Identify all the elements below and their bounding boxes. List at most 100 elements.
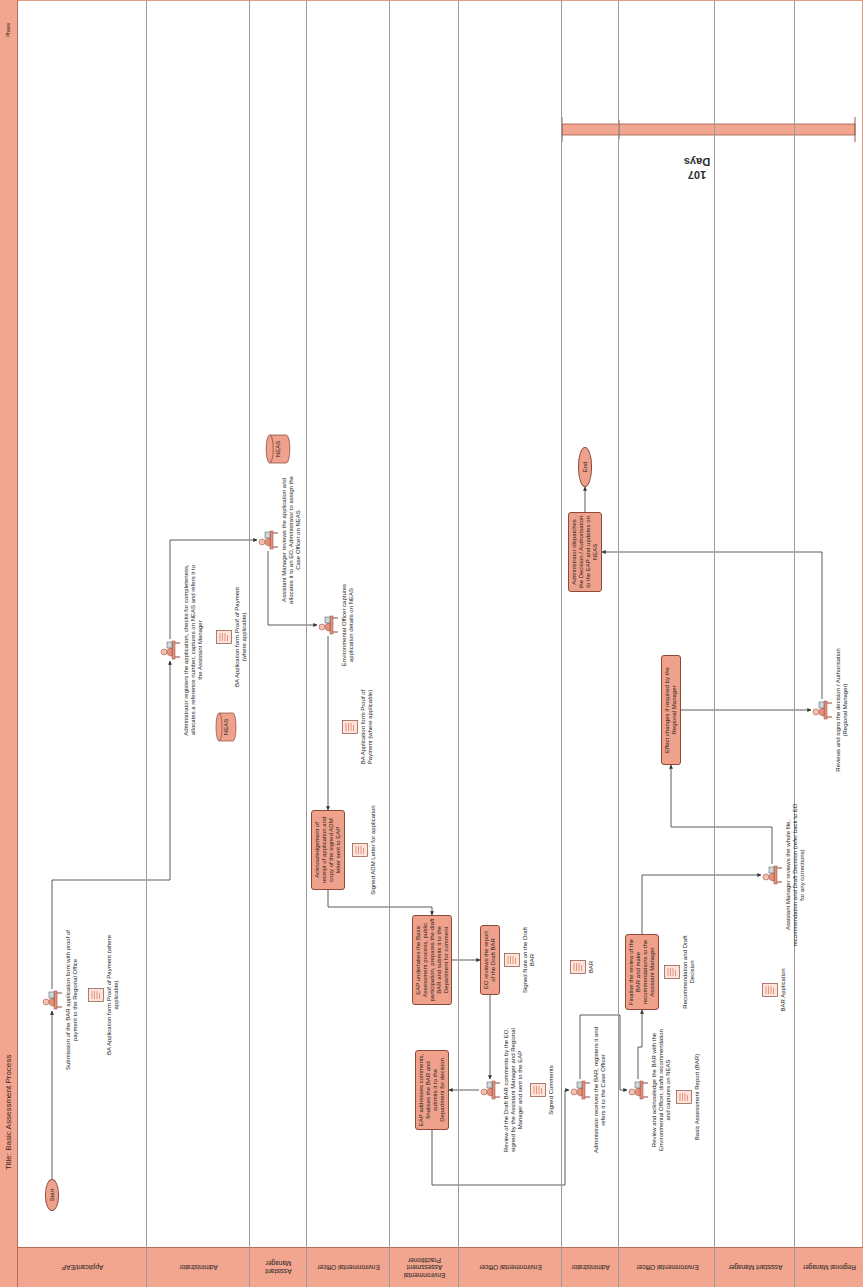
document-shape (530, 1083, 546, 1097)
person-icon-part (175, 643, 180, 657)
document-shape-part (677, 1091, 692, 1104)
person-icon-part (325, 623, 330, 631)
document-shape-part (680, 1093, 688, 1101)
icon-caption: Submission of the BAR application form w… (65, 925, 79, 1075)
node-text: Signed Comments (548, 1065, 554, 1114)
actor-icon: Reviews and signs the decision / Authori… (811, 699, 833, 721)
lane-header-text: Administrator (562, 1248, 619, 1287)
actor-icon: Administrator registers the application,… (159, 639, 181, 661)
person-icon-part (172, 641, 175, 659)
node-text: BA Application form Proof of Payment (wh… (360, 690, 373, 765)
lane-header: Assistant Manager (715, 1247, 794, 1287)
database-shape-part (216, 713, 236, 741)
process-box: Effect changes if required by the Region… (661, 655, 681, 765)
lane-header-text: Assistant Manager (250, 1248, 307, 1287)
person-icon-part (330, 616, 333, 634)
person-icon (257, 529, 279, 551)
icon-caption: Administrator registers the application,… (183, 560, 204, 740)
connector (602, 552, 822, 699)
document-shape-part (220, 633, 228, 641)
node-text: Environmental Officer (317, 1264, 379, 1271)
node-text: NEAS (275, 441, 281, 457)
person-icon-part (487, 1088, 492, 1096)
person-icon-part (577, 1088, 582, 1096)
icon-caption: Recommendation and Draft Decision (682, 927, 696, 1017)
document-shape (88, 988, 104, 1002)
lane-header: Environmental Officer (307, 1247, 389, 1287)
document-shape-part (89, 989, 104, 1002)
lane-header: Administrator (562, 1247, 618, 1287)
person-icon-part (259, 539, 265, 545)
process-box: EAP undertakes the Basic Assessment proc… (412, 915, 452, 1005)
node-text: NEAS (223, 719, 229, 735)
connector (638, 1010, 642, 1079)
connector (585, 487, 586, 512)
lane-header: Environmental Officer (619, 1247, 714, 1287)
person-icon-part (585, 1083, 590, 1097)
node-text: Basic Assessment Report (BAR) (694, 1054, 700, 1140)
database-cylinder: NEAS (215, 712, 237, 742)
document-shape (504, 953, 520, 967)
document-shape-part (571, 961, 586, 974)
icon-caption: Signed Comments (548, 1050, 555, 1130)
icon-caption: Signed ADM Letter for application (370, 800, 377, 900)
icon-caption: Signed Note on the Draft BAR (522, 920, 536, 1000)
duration-cap (855, 117, 856, 142)
node-text: Finalise the review of the BAR and make … (628, 939, 655, 1005)
person-icon-part (582, 1081, 585, 1099)
person-icon (159, 639, 181, 661)
icon-caption: Review and acknowledge the BAR with the … (651, 1025, 672, 1155)
node-text: Environmental Officer captures applicati… (341, 584, 354, 666)
process-box: Administrator dispatches the Decision / … (568, 512, 602, 592)
swimlane: Administrator Administrator registers the… (147, 0, 250, 1287)
document-shape-part (343, 721, 358, 734)
person-icon-part (640, 1081, 643, 1099)
lane-header: Administrator (147, 1247, 249, 1287)
person-icon (627, 1079, 649, 1101)
actor-icon: Submission of the BAR application form w… (41, 989, 63, 1011)
icon-caption: BAR Application (780, 955, 787, 1025)
node-text: Start (49, 1189, 55, 1202)
node-text: Administrator (571, 1264, 609, 1271)
node-text: BAR (588, 961, 594, 973)
document-shape (216, 630, 232, 644)
node-text: Administrator dispatches the Decision / … (571, 516, 598, 589)
person-icon-part (635, 1088, 640, 1096)
person-icon-part (333, 618, 338, 632)
duration-label: 107 Days (682, 153, 712, 181)
icon-caption: Environmental Officer captures applicati… (341, 575, 355, 675)
node-text: Assistant Manager (728, 1264, 782, 1271)
document-shape-part (763, 984, 778, 997)
actor-icon: Environmental Officer captures applicati… (317, 614, 339, 636)
lane-header-text: Environmental Officer (619, 1248, 715, 1287)
process-box: EO reviews the report of the Draft BAR (480, 925, 500, 995)
document-icon: Basic Assessment Report (BAR) (676, 1090, 692, 1104)
node-text: Environmental Officer (479, 1264, 541, 1271)
icon-caption: BA Application form Proof of Payment (wh… (234, 577, 248, 697)
person-icon-part (325, 617, 330, 623)
person-icon (479, 1079, 501, 1101)
document-shape (762, 983, 778, 997)
person-icon (317, 614, 339, 636)
node-text: Signed Note on the Draft BAR (522, 927, 535, 993)
icon-caption: Review of the Draft BAR comments by the … (503, 1025, 524, 1155)
lane-header-text: Environmental Officer (307, 1248, 390, 1287)
process-box: Acknowledgement of receipt of applicatio… (311, 810, 345, 890)
person-icon-part (54, 991, 57, 1009)
swimlane: Environmental Officer EO reviews the repo… (459, 0, 562, 1287)
document-shape-part (766, 986, 774, 994)
node-text: Submission of the BAR application form w… (65, 930, 78, 1070)
actor-icon: Assistant Manager reviews the applicatio… (257, 529, 279, 551)
node-text: Applicant/EAP (62, 1264, 104, 1271)
duration-bar (562, 124, 855, 135)
node-text: Administrator (179, 1264, 217, 1271)
connector (681, 710, 811, 711)
document-shape (676, 1090, 692, 1104)
document-shape-part (574, 963, 582, 971)
database-shape-part (219, 713, 222, 741)
person-icon-part (270, 531, 273, 549)
person-icon-part (487, 1082, 492, 1088)
person-icon-part (635, 1082, 640, 1088)
person-icon-part (492, 1081, 495, 1099)
